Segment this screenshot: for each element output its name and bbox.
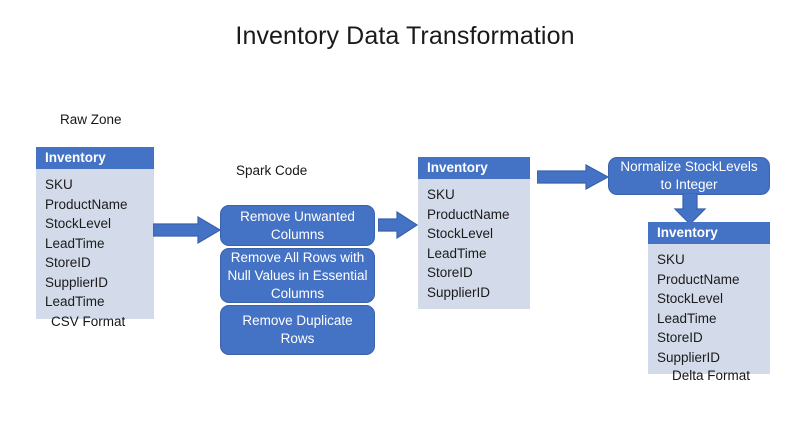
table-row: StoreID <box>657 330 703 345</box>
table-row: StockLevel <box>45 216 112 231</box>
delta-table-header: Inventory <box>648 222 770 244</box>
cleaned-inventory-table: Inventory SKU ProductName StockLevel Lea… <box>418 157 530 309</box>
delta-inventory-table: Inventory SKU ProductName StockLevel Lea… <box>648 222 770 374</box>
table-row: StoreID <box>427 265 473 280</box>
table-row: SupplierID <box>657 349 721 365</box>
table-row: LeadTime <box>45 294 105 309</box>
table-row: ProductName <box>657 271 740 287</box>
spark-code-label: Spark Code <box>236 163 308 178</box>
csv-format-label: CSV Format <box>51 314 126 329</box>
process-remove-unwanted-columns[interactable]: Remove Unwanted Columns <box>220 205 375 246</box>
table-row: StoreID <box>45 255 91 270</box>
table-row: SKU <box>45 177 73 192</box>
page-title: Inventory Data Transformation <box>235 22 575 50</box>
table-row: StockLevel <box>657 291 724 306</box>
table-row: SKU <box>657 252 685 267</box>
table-row: LeadTime <box>427 245 487 261</box>
raw-table-header: Inventory <box>36 147 154 169</box>
table-row: SupplierID <box>45 274 109 290</box>
process-label: Remove All Rows with Null Values in Esse… <box>227 249 368 301</box>
process-normalize-stocklevels[interactable]: Normalize StockLevels to Integer <box>608 157 770 195</box>
table-row: ProductName <box>45 196 128 212</box>
table-row: SupplierID <box>427 284 491 300</box>
cleaned-table-header: Inventory <box>418 157 530 179</box>
cleaned-table-body: SKU ProductName StockLevel LeadTime Stor… <box>418 179 530 309</box>
process-remove-null-rows[interactable]: Remove All Rows with Null Values in Esse… <box>220 248 375 303</box>
raw-table-body: SKU ProductName StockLevel LeadTime Stor… <box>36 169 154 319</box>
arrow-right-icon-raw-to-spark <box>152 215 222 245</box>
arrow-right-icon-spark-to-cleaned <box>377 210 419 240</box>
process-remove-duplicate-rows[interactable]: Remove Duplicate Rows <box>220 305 375 355</box>
raw-inventory-table: Inventory SKU ProductName StockLevel Lea… <box>36 147 154 319</box>
raw-zone-label: Raw Zone <box>60 112 122 127</box>
arrow-down-icon-normalize-to-delta <box>673 192 707 225</box>
table-row: StockLevel <box>427 226 494 241</box>
table-row: SKU <box>427 187 455 202</box>
table-row: LeadTime <box>45 235 105 251</box>
table-row: LeadTime <box>657 310 717 326</box>
delta-table-body: SKU ProductName StockLevel LeadTime Stor… <box>648 244 770 374</box>
arrow-right-icon-cleaned-to-normalize <box>536 163 610 191</box>
process-label: Remove Duplicate Rows <box>242 313 353 346</box>
delta-format-label: Delta Format <box>672 368 751 383</box>
table-row: ProductName <box>427 206 510 222</box>
process-label: Remove Unwanted Columns <box>240 208 355 242</box>
process-label: Normalize StockLevels to Integer <box>620 159 758 192</box>
